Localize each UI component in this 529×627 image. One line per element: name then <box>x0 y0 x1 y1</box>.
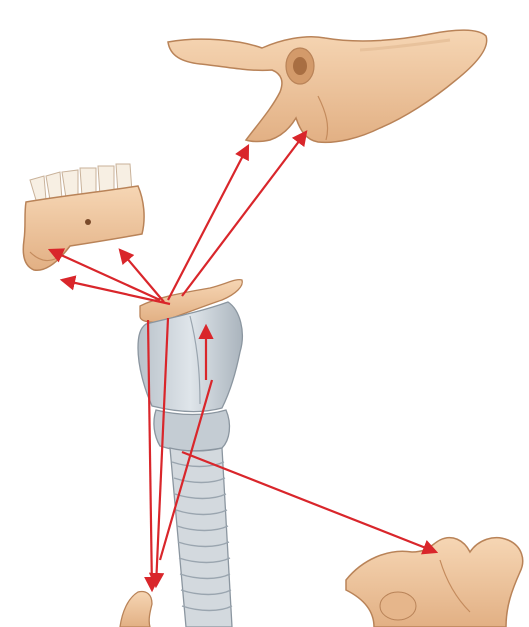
arrow-to-mandible-3 <box>62 280 170 304</box>
sternum-fragment <box>120 592 152 627</box>
arrow-to-temporal-2 <box>182 132 306 296</box>
arrow-to-mandible-1 <box>50 250 160 300</box>
mandible <box>23 164 144 270</box>
cricoid-cartilage <box>154 410 230 451</box>
temporal-bone <box>168 30 487 142</box>
trachea <box>170 448 232 627</box>
